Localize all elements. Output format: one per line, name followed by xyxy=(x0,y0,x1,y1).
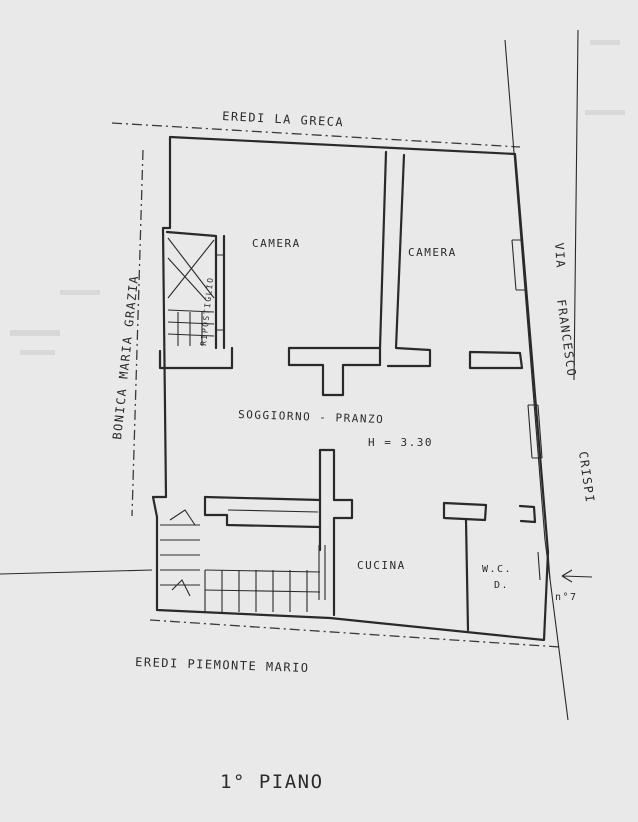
outer-walls xyxy=(151,135,550,642)
entrance-arrow-icon xyxy=(561,569,593,583)
neighbor-label-south: EREDI PIEMONTE MARIO xyxy=(135,655,310,675)
room-label-living-dining: SOGGIORNO - PRANZO xyxy=(238,408,385,426)
street-label-via: VIA xyxy=(552,242,568,269)
street-label-crispi: CRISPI xyxy=(576,450,597,504)
room-label-kitchen: CUCINA xyxy=(357,559,406,572)
ceiling-height-label: H = 3.30 xyxy=(368,436,433,449)
room-label-wc: W.C. xyxy=(482,564,512,575)
neighbor-label-north: EREDI LA GRECA xyxy=(222,109,345,129)
external-staircase xyxy=(160,509,321,612)
interior-staircase xyxy=(167,237,215,346)
room-label-wc-sub: D. xyxy=(494,580,509,591)
interior-walls xyxy=(165,150,537,632)
room-label-bedroom-left: CAMERA xyxy=(252,237,301,250)
room-label-bedroom-right: CAMERA xyxy=(408,246,457,259)
house-number: n°7 xyxy=(555,592,578,603)
floor-title: 1° PIANO xyxy=(220,771,324,793)
bleed-through-marks xyxy=(10,40,625,355)
windows xyxy=(216,239,551,600)
